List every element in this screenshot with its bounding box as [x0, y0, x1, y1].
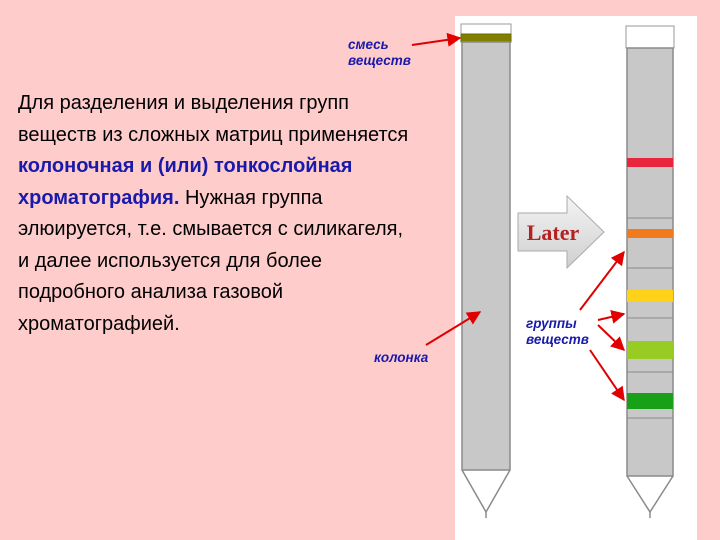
column-before-body: [461, 41, 511, 471]
later-arrow-text: Later: [527, 220, 580, 245]
pointer-group-4: [589, 349, 625, 402]
column-after-body: [626, 47, 674, 477]
column-after-top-cap: [625, 25, 675, 49]
later-arrow: Later: [517, 194, 605, 270]
band-orange: [627, 229, 673, 238]
label-column: колонка: [374, 350, 429, 365]
mixture-band: [460, 33, 512, 43]
column-after: [625, 25, 675, 518]
slide-body-text: Для разделения и выделения групп веществ…: [18, 88, 418, 340]
band-red: [627, 158, 673, 167]
label-mixture: смесь веществ: [348, 37, 411, 68]
pointer-mixture: [411, 32, 462, 47]
label-groups: группы веществ: [526, 316, 589, 347]
pointer-column: [425, 311, 482, 346]
column-before-top-cap: [460, 23, 512, 35]
band-light-green: [627, 341, 673, 359]
pointer-group-3: [597, 324, 626, 351]
column-before-tip: [461, 469, 511, 514]
text-part-intro: Для разделения и выделения групп веществ…: [18, 92, 409, 146]
text-part-highlight: колоночная и (или) тонкослойная хроматог…: [18, 155, 353, 209]
column-before: [460, 23, 512, 518]
text-part-rest: Нужная группа элюируется, т.е. смывается…: [18, 186, 404, 335]
pointer-group-2: [597, 310, 626, 324]
pointer-group-1: [579, 250, 625, 311]
column-after-tip: [626, 475, 674, 514]
band-yellow: [627, 290, 673, 302]
band-green: [627, 393, 673, 409]
